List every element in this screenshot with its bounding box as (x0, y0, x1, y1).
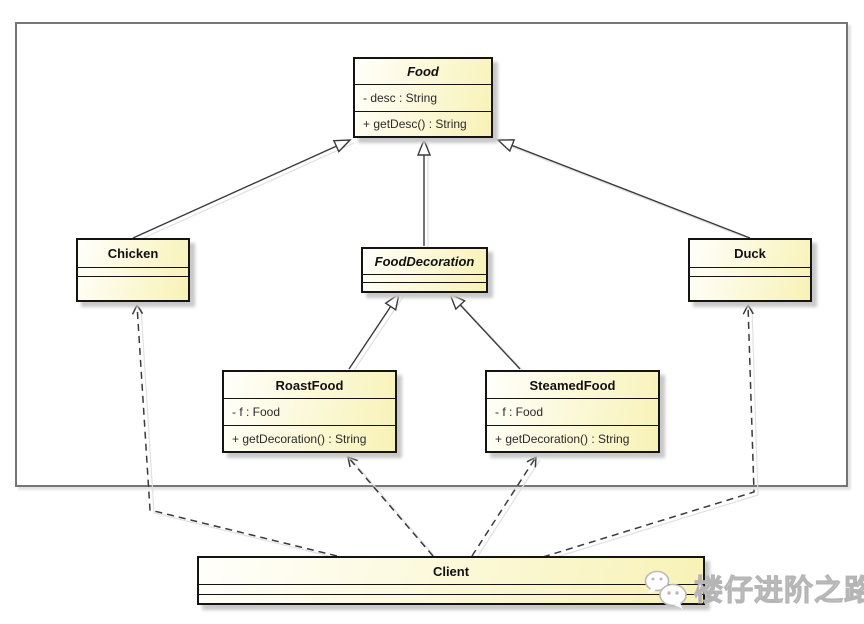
generalization-duck-to-food (498, 140, 751, 239)
generalization-roastfood-to-fooddecoration (348, 294, 399, 370)
class-name: Client (432, 563, 470, 579)
generalization-chicken-to-food (132, 140, 350, 239)
class-chicken: Chicken (76, 238, 190, 302)
wechat-icon (644, 570, 687, 609)
dependency-client-to-roastfood (346, 455, 434, 557)
class-duck: Duck (688, 238, 812, 302)
attributes-compartment (199, 584, 703, 594)
class-attribute: - f : Food (224, 398, 395, 425)
class-roastfood: RoastFood - f : Food + getDecoration() :… (222, 370, 397, 453)
watermark-text: 楼仔进阶之路 (693, 575, 864, 608)
watermark: 楼仔进阶之路 (642, 568, 864, 614)
methods-compartment (199, 594, 703, 603)
class-name: Food (407, 64, 439, 79)
attributes-compartment (690, 267, 810, 276)
class-name: Duck (734, 246, 766, 261)
methods-compartment (690, 276, 810, 300)
attributes-compartment (78, 267, 188, 276)
class-attribute: - desc : String (355, 84, 491, 111)
dependency-client-to-duck (542, 303, 755, 558)
diagram-frame (15, 22, 848, 487)
class-food: Food - desc : String + getDesc() : Strin… (353, 57, 493, 138)
methods-compartment (363, 282, 486, 291)
dependency-client-to-steamedfood (471, 455, 537, 557)
class-attribute: - f : Food (487, 398, 658, 425)
class-name: SteamedFood (529, 377, 616, 393)
class-method: + getDecoration() : String (224, 425, 395, 451)
class-client: Client (197, 556, 705, 605)
class-name: RoastFood (275, 377, 344, 393)
generalization-steamedfood-to-fooddecoration (450, 294, 521, 370)
class-steamedfood: SteamedFood - f : Food + getDecoration()… (485, 370, 660, 453)
methods-compartment (78, 276, 188, 300)
class-name: FoodDecoration (374, 254, 475, 269)
class-method: + getDesc() : String (355, 111, 491, 136)
class-fooddecoration: FoodDecoration (361, 247, 488, 293)
dependency-client-to-chicken (131, 303, 338, 557)
class-method: + getDecoration() : String (487, 425, 658, 451)
attributes-compartment (363, 274, 486, 282)
class-name: Chicken (107, 246, 159, 261)
